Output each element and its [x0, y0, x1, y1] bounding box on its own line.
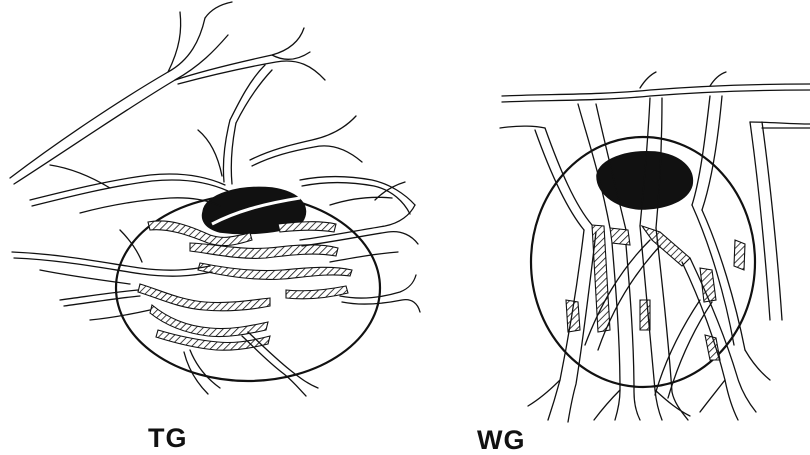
hatched-hyphae-tg [138, 221, 352, 350]
panel-tg [10, 2, 420, 396]
panel-wg [500, 72, 810, 422]
hatched-hyphae-wg [566, 225, 745, 360]
panel-label-wg: WG [477, 427, 526, 454]
panel-label-tg: TG [148, 425, 188, 452]
branching-hyphae-wg [500, 96, 810, 422]
